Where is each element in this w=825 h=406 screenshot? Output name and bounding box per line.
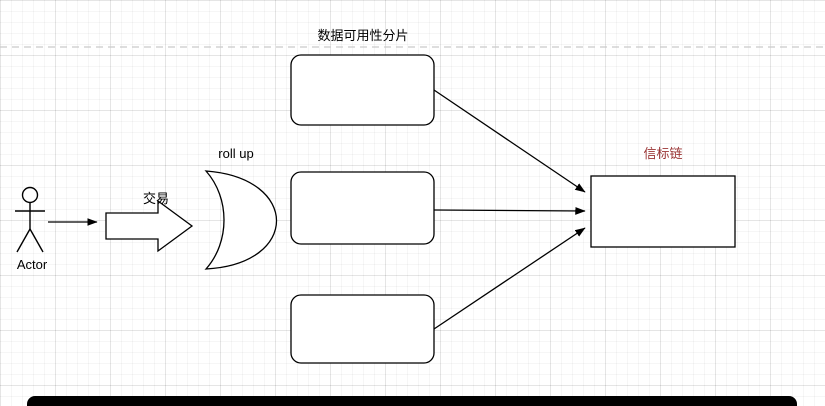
actor-label: Actor: [16, 257, 48, 272]
connector-shard-top-to-beacon: [433, 89, 586, 193]
rollup-or-shape: [204, 170, 277, 270]
shards-title: 数据可用性分片: [317, 28, 409, 43]
beacon-label: 信标链: [643, 146, 683, 161]
transaction-label: 交易: [142, 191, 169, 206]
actor-figure-icon: [15, 186, 45, 253]
shard-box-top: [290, 54, 435, 126]
connector-shard-bottom-to-beacon: [433, 227, 586, 330]
window-bottom-frame: [27, 396, 797, 406]
beacon-chain-box: [590, 175, 736, 248]
shard-box-middle: [290, 171, 435, 245]
transaction-block-arrow: [105, 199, 194, 253]
shard-box-bottom: [290, 294, 435, 364]
connector-shard-middle-to-beacon: [433, 207, 586, 215]
rollup-label: roll up: [218, 146, 254, 161]
